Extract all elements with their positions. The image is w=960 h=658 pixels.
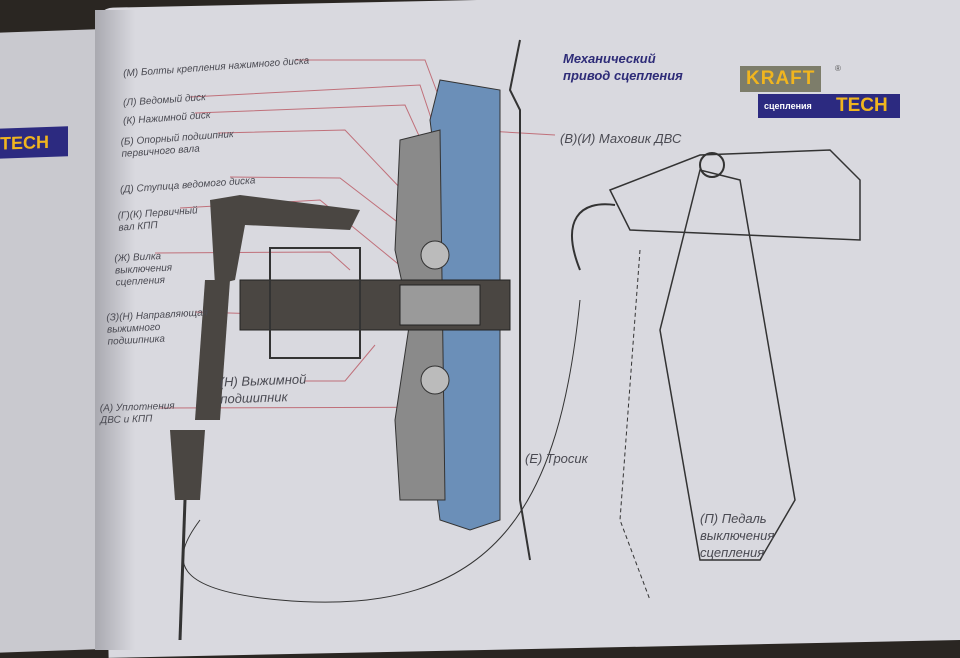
pedal-assembly [182, 149, 861, 603]
logo-registered: ® [835, 64, 841, 73]
diagram-title: Механический привод сцепления [563, 51, 683, 83]
clutch-assembly [239, 39, 531, 561]
release-fork-and-cable [170, 195, 360, 640]
label-clutch-pedal: (П) Педаль выключения сцепления [700, 511, 775, 560]
kraft-tech-logo: KRAFT ® сцепления TECH [740, 64, 905, 126]
logo-tech: TECH [836, 95, 888, 116]
logo-kraft: KRAFT [740, 66, 822, 92]
logo-band: сцепления TECH [758, 94, 900, 118]
label-release-fork: (Ж) Вилка выключения сцепления [114, 251, 173, 289]
logo-sub: сцепления [764, 101, 812, 111]
clutch-diagram [154, 39, 861, 640]
label-cable: (Е) Тросик [525, 451, 588, 466]
page-gutter [95, 10, 135, 650]
label-flywheel: (В)(И) Маховик ДВС [560, 131, 682, 146]
label-seals: (А) Уплотнения ДВС и КПП [99, 400, 175, 427]
label-release-bearing-guide: (З)(Н) Направляющая выжимного подшипника [106, 307, 209, 348]
label-release-bearing: (Н) Выжимной подшипник [219, 371, 307, 407]
